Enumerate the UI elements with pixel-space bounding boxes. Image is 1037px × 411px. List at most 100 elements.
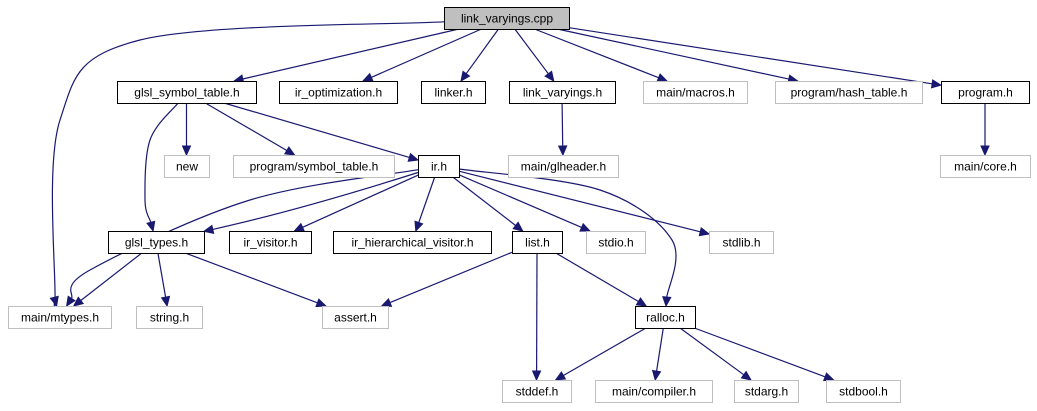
node-label: stdio.h (598, 236, 633, 250)
edge-arrowhead (822, 372, 835, 382)
node-assert-h: assert.h (322, 306, 389, 329)
edge-arrowhead (698, 227, 711, 237)
node-box (421, 81, 486, 104)
edge-line (555, 252, 639, 303)
edge-ir_h-to-stdlib_h (458, 170, 711, 237)
edge-arrowhead (531, 370, 542, 382)
node-label: glsl_symbol_table.h (134, 86, 239, 100)
node-program-hash-table-h: program/hash_table.h (775, 81, 923, 104)
edge-arrowhead (146, 220, 156, 233)
edge-line (458, 170, 701, 233)
node-label: ir_optimization.h (295, 86, 382, 100)
node-label: string.h (150, 311, 189, 325)
node-stdbool-h: stdbool.h (826, 380, 901, 403)
node-ir-h[interactable]: ir.h (418, 155, 460, 178)
node-label: stddef.h (516, 385, 559, 399)
node-box (635, 306, 696, 329)
node-label: main/glheader.h (521, 160, 606, 174)
edge-line (452, 176, 516, 226)
edge-glsl_types_h-to-main_mtypes_h (72, 252, 143, 307)
edge-arrowhead (662, 296, 672, 308)
node-box (586, 231, 646, 254)
node-label: program.h (958, 86, 1013, 100)
node-label: stdlib.h (722, 236, 760, 250)
edge-link_varyings_cpp-to-main_mtypes_h (49, 21, 445, 313)
node-new: new (164, 155, 210, 178)
node-box (941, 81, 1030, 104)
edge-link_varyings_h-to-main_glheader_h (557, 102, 568, 157)
node-ir-optimization-h[interactable]: ir_optimization.h (279, 81, 398, 104)
edge-link_varyings_cpp-to-program_hash_table_h (557, 28, 799, 84)
edge-arrowhead (460, 70, 471, 82)
node-box (512, 231, 563, 254)
edge-line (80, 252, 143, 301)
edge-arrowhead (656, 73, 669, 82)
node-stddef-h: stddef.h (502, 380, 572, 403)
node-stdlib-h: stdlib.h (709, 231, 774, 254)
edge-line (679, 327, 745, 376)
node-label: linker.h (434, 86, 472, 100)
edge-arrowhead (930, 79, 943, 89)
edge-link_varyings_cpp-to-main_macros_h (534, 28, 669, 82)
edge-arrowhead (202, 224, 215, 234)
node-program-symbol-table-h: program/symbol_table.h (233, 155, 395, 178)
edge-ir_h-to-main_mtypes_h (65, 169, 419, 308)
edge-line (534, 28, 659, 79)
edge-ir_h-to-glsl_types_h (202, 171, 419, 234)
node-box (117, 81, 257, 104)
edge-line (212, 171, 419, 230)
node-ir-visitor-h[interactable]: ir_visitor.h (229, 231, 312, 254)
node-label: stdbool.h (839, 385, 888, 399)
edge-line (389, 251, 513, 304)
edge-arrowhead (980, 145, 990, 157)
edge-arrowhead (380, 297, 393, 307)
node-link-varyings-cpp[interactable]: link_varyings.cpp (444, 7, 570, 30)
edge-list_h-to-stddef_h (531, 252, 542, 382)
node-ralloc-h[interactable]: ralloc.h (635, 306, 696, 329)
edge-list_h-to-assert_h (380, 251, 513, 307)
edge-line (656, 327, 664, 372)
node-glsl-types-h[interactable]: glsl_types.h (108, 231, 205, 254)
edge-line (694, 327, 826, 378)
edge-glsl_symbol_table_h-to-ir_h (223, 102, 420, 162)
node-label: list.h (525, 236, 550, 250)
node-label: stdarg.h (745, 385, 788, 399)
node-label: main/core.h (954, 160, 1017, 174)
node-linker-h[interactable]: linker.h (421, 81, 486, 104)
edge-line (302, 174, 419, 228)
node-list-h[interactable]: list.h (512, 231, 563, 254)
node-box (826, 380, 901, 403)
edge-arrowhead (181, 145, 192, 157)
node-string-h: string.h (136, 306, 203, 329)
edge-line (371, 28, 482, 78)
edge-line (418, 176, 436, 223)
node-link-varyings-h[interactable]: link_varyings.h (509, 81, 616, 104)
node-program-h[interactable]: program.h (941, 81, 1030, 104)
edge-list_h-to-ralloc_h (555, 252, 648, 307)
edge-arrowhead (635, 297, 648, 307)
node-main-macros-h: main/macros.h (643, 81, 748, 104)
edge-glsl_symbol_table_h-to-program_symbol_table_h (205, 102, 296, 156)
edge-glsl_types_h-to-assert_h (184, 252, 327, 308)
node-ir-hierarchical-visitor-h[interactable]: ir_hierarchical_visitor.h (333, 231, 492, 254)
node-box (643, 81, 748, 104)
node-box (8, 306, 112, 329)
edge-ralloc_h-to-main_compiler_h (651, 327, 664, 382)
edge-line (184, 252, 318, 304)
node-glsl-symbol-table-h[interactable]: glsl_symbol_table.h (117, 81, 257, 104)
edge-line (568, 27, 933, 85)
node-label: main/macros.h (656, 86, 735, 100)
edge-glsl_types_h-to-string_h (157, 252, 171, 308)
nodes-layer: link_varyings.cpp glsl_symbol_table.h ir_o… (8, 7, 1031, 403)
edge-line (205, 102, 288, 152)
node-box (136, 306, 203, 329)
edge-line (223, 102, 410, 158)
edge-link_varyings_cpp-to-glsl_symbol_table_h (232, 28, 460, 84)
node-main-compiler-h: main/compiler.h (595, 380, 713, 403)
edge-arrowhead (651, 369, 662, 382)
edges-layer (49, 21, 990, 382)
node-label: main/compiler.h (612, 385, 696, 399)
edge-arrowhead (72, 296, 85, 307)
edge-line (157, 252, 167, 298)
